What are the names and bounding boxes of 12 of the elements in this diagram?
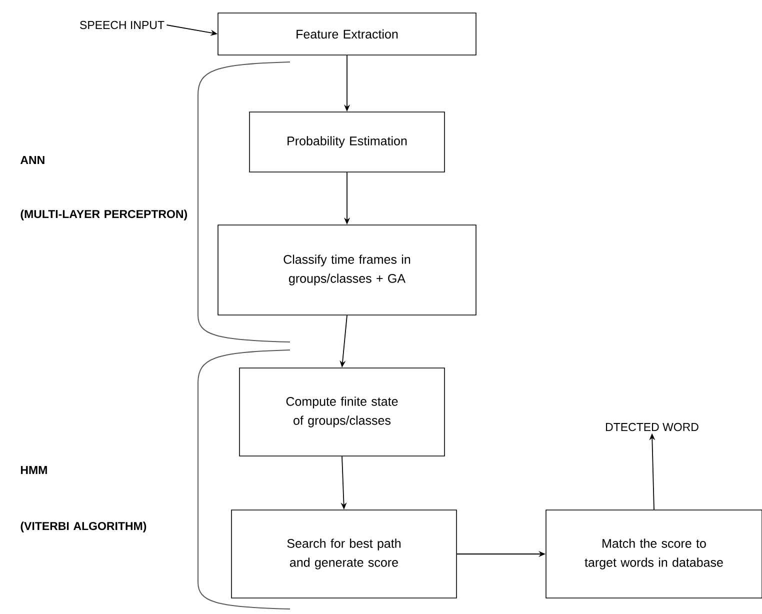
process-box: Search for best path and generate score xyxy=(231,510,457,598)
process-box: Classify time frames in groups/classes + GA xyxy=(218,224,476,316)
process-box: Match the score to target words in database xyxy=(546,510,762,598)
process-box: Compute finite state of groups/classes xyxy=(239,368,445,456)
process-box: Probability Estimation xyxy=(249,112,445,172)
process-box: Feature Extraction xyxy=(218,12,476,56)
side-label: HMM xyxy=(20,466,47,474)
side-label: (MULTI-LAYER PERCEPTRON) xyxy=(20,210,188,220)
text-label: DTECTED WORD xyxy=(606,422,698,432)
side-label: (VITERBI ALGORITHM) xyxy=(20,522,146,532)
text-label: SPEECH INPUT xyxy=(80,20,164,30)
side-label: ANN xyxy=(20,156,44,164)
